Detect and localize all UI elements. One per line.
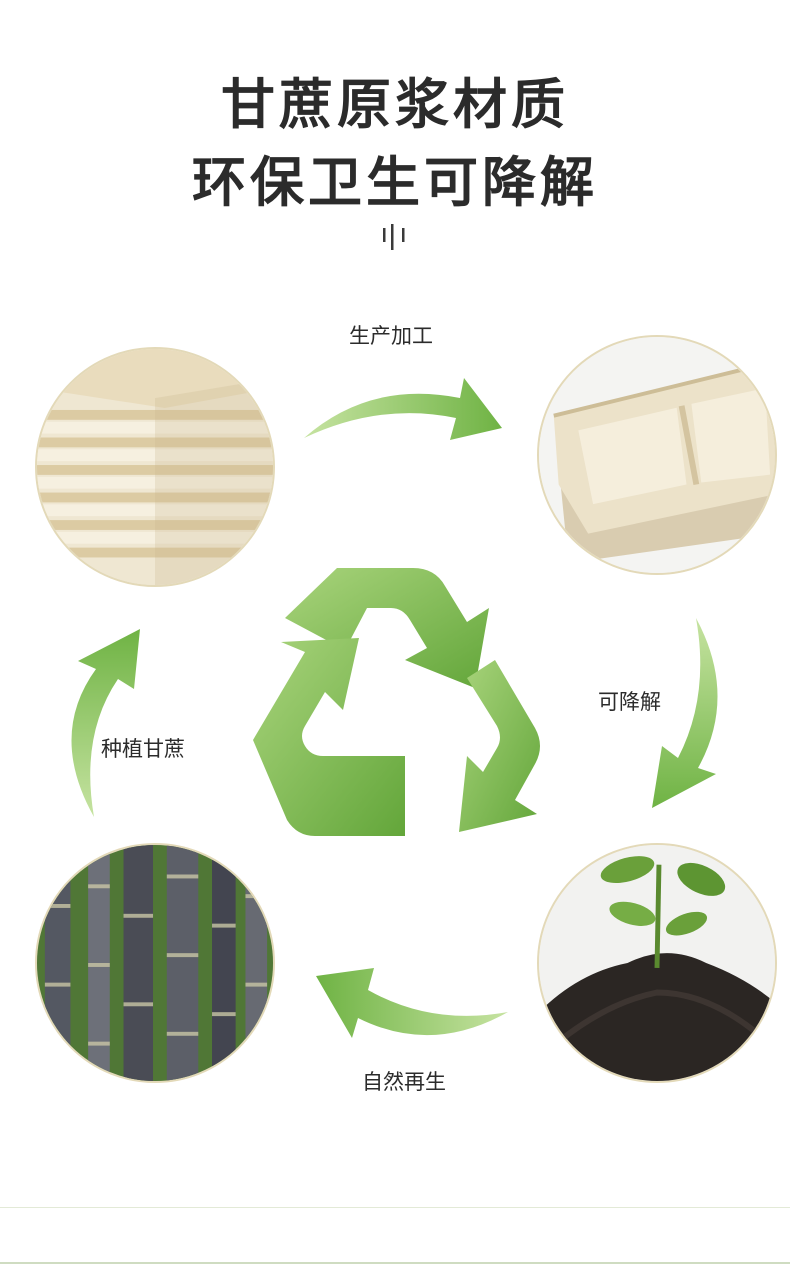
sugarcane-image: [35, 843, 275, 1083]
seedling-soil-image: [537, 843, 777, 1083]
label-degradable: 可降解: [598, 690, 661, 714]
pulp-board-image: [35, 347, 275, 587]
curved-arrow-left-icon: [316, 968, 508, 1038]
food-container-image: [537, 335, 777, 575]
label-planting-sugarcane: 种植甘蔗: [101, 737, 185, 761]
divider-line: [0, 1207, 790, 1208]
label-natural-regeneration: 自然再生: [362, 1070, 446, 1094]
footer-line: [0, 1262, 790, 1264]
recycle-icon: [253, 568, 540, 836]
curved-arrow-up-icon: [71, 629, 140, 817]
page-title-line2: 环保卫生可降解: [192, 151, 598, 214]
label-processing: 生产加工: [349, 324, 433, 348]
divider-icon: [383, 224, 405, 250]
curved-arrow-down-icon: [652, 618, 718, 808]
curved-arrow-right-icon: [304, 378, 502, 440]
page-title-line1: 甘蔗原浆材质: [221, 73, 569, 136]
